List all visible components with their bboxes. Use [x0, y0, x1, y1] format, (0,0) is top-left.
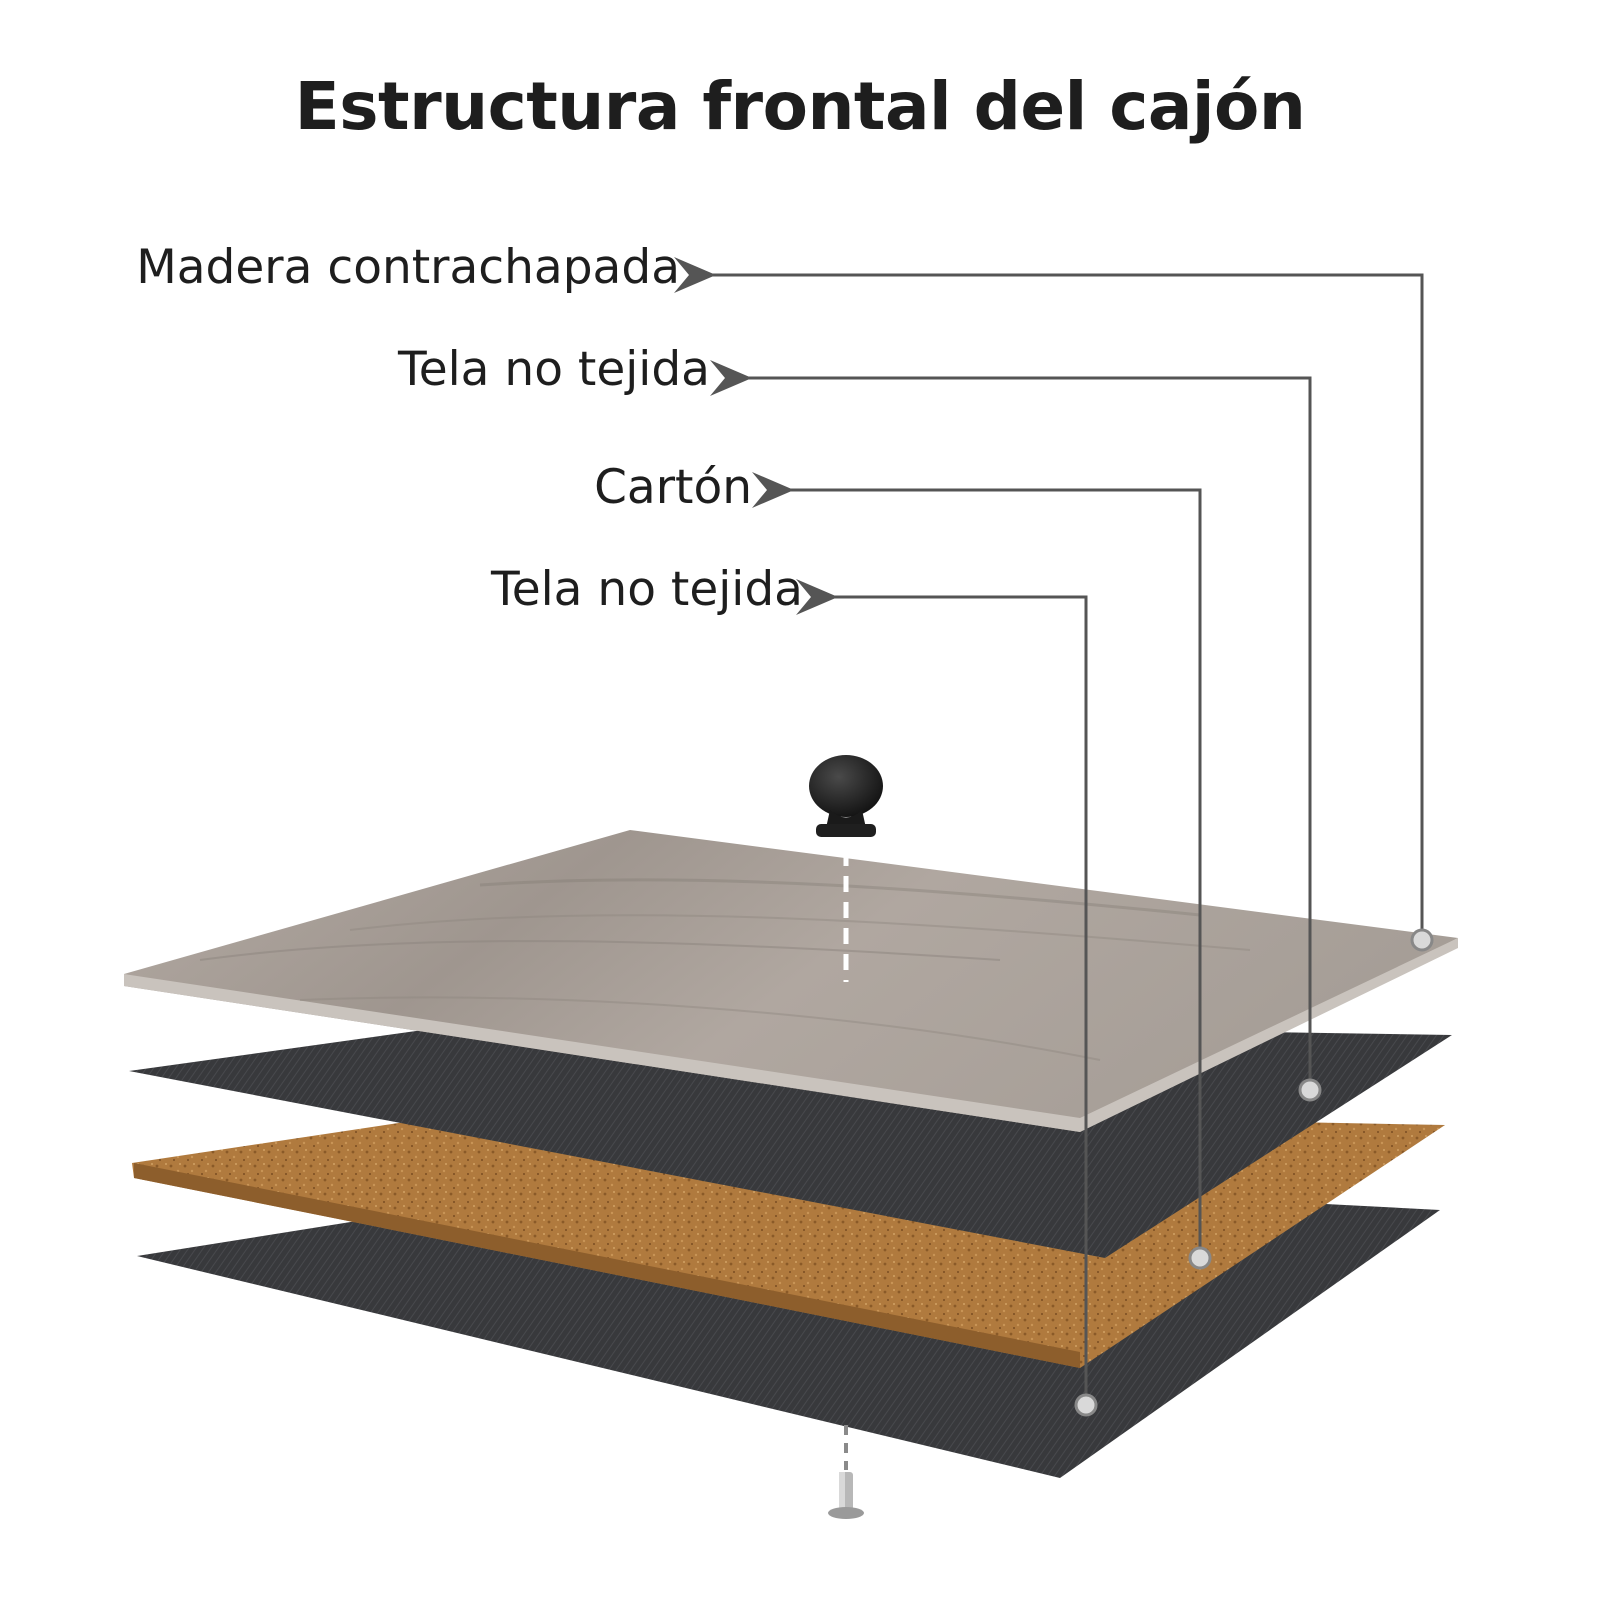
- leader-line-fabric-top: [710, 360, 1312, 1090]
- leader-dot-fabric-top: [1298, 1078, 1322, 1102]
- leader-dot-fabric-bottom: [1074, 1393, 1098, 1417]
- layer-label-fabric-bottom: Tela no tejida: [490, 562, 803, 617]
- knob-icon: [809, 755, 883, 837]
- leader-line-plywood: [674, 257, 1424, 940]
- leader-dot-cardboard: [1188, 1246, 1212, 1270]
- leader-dot-plywood: [1410, 928, 1434, 952]
- layer-label-cardboard: Cartón: [594, 460, 752, 515]
- layer-label-fabric-top: Tela no tejida: [397, 342, 710, 397]
- leader-line-cardboard: [752, 472, 1202, 1258]
- layer-label-plywood: Madera contrachapada: [136, 240, 680, 295]
- leader-line-fabric-bottom: [796, 579, 1088, 1405]
- page-title: Estructura frontal del cajón: [294, 68, 1306, 145]
- screw-icon: [828, 1472, 864, 1519]
- plywood-layer: [124, 830, 1458, 1132]
